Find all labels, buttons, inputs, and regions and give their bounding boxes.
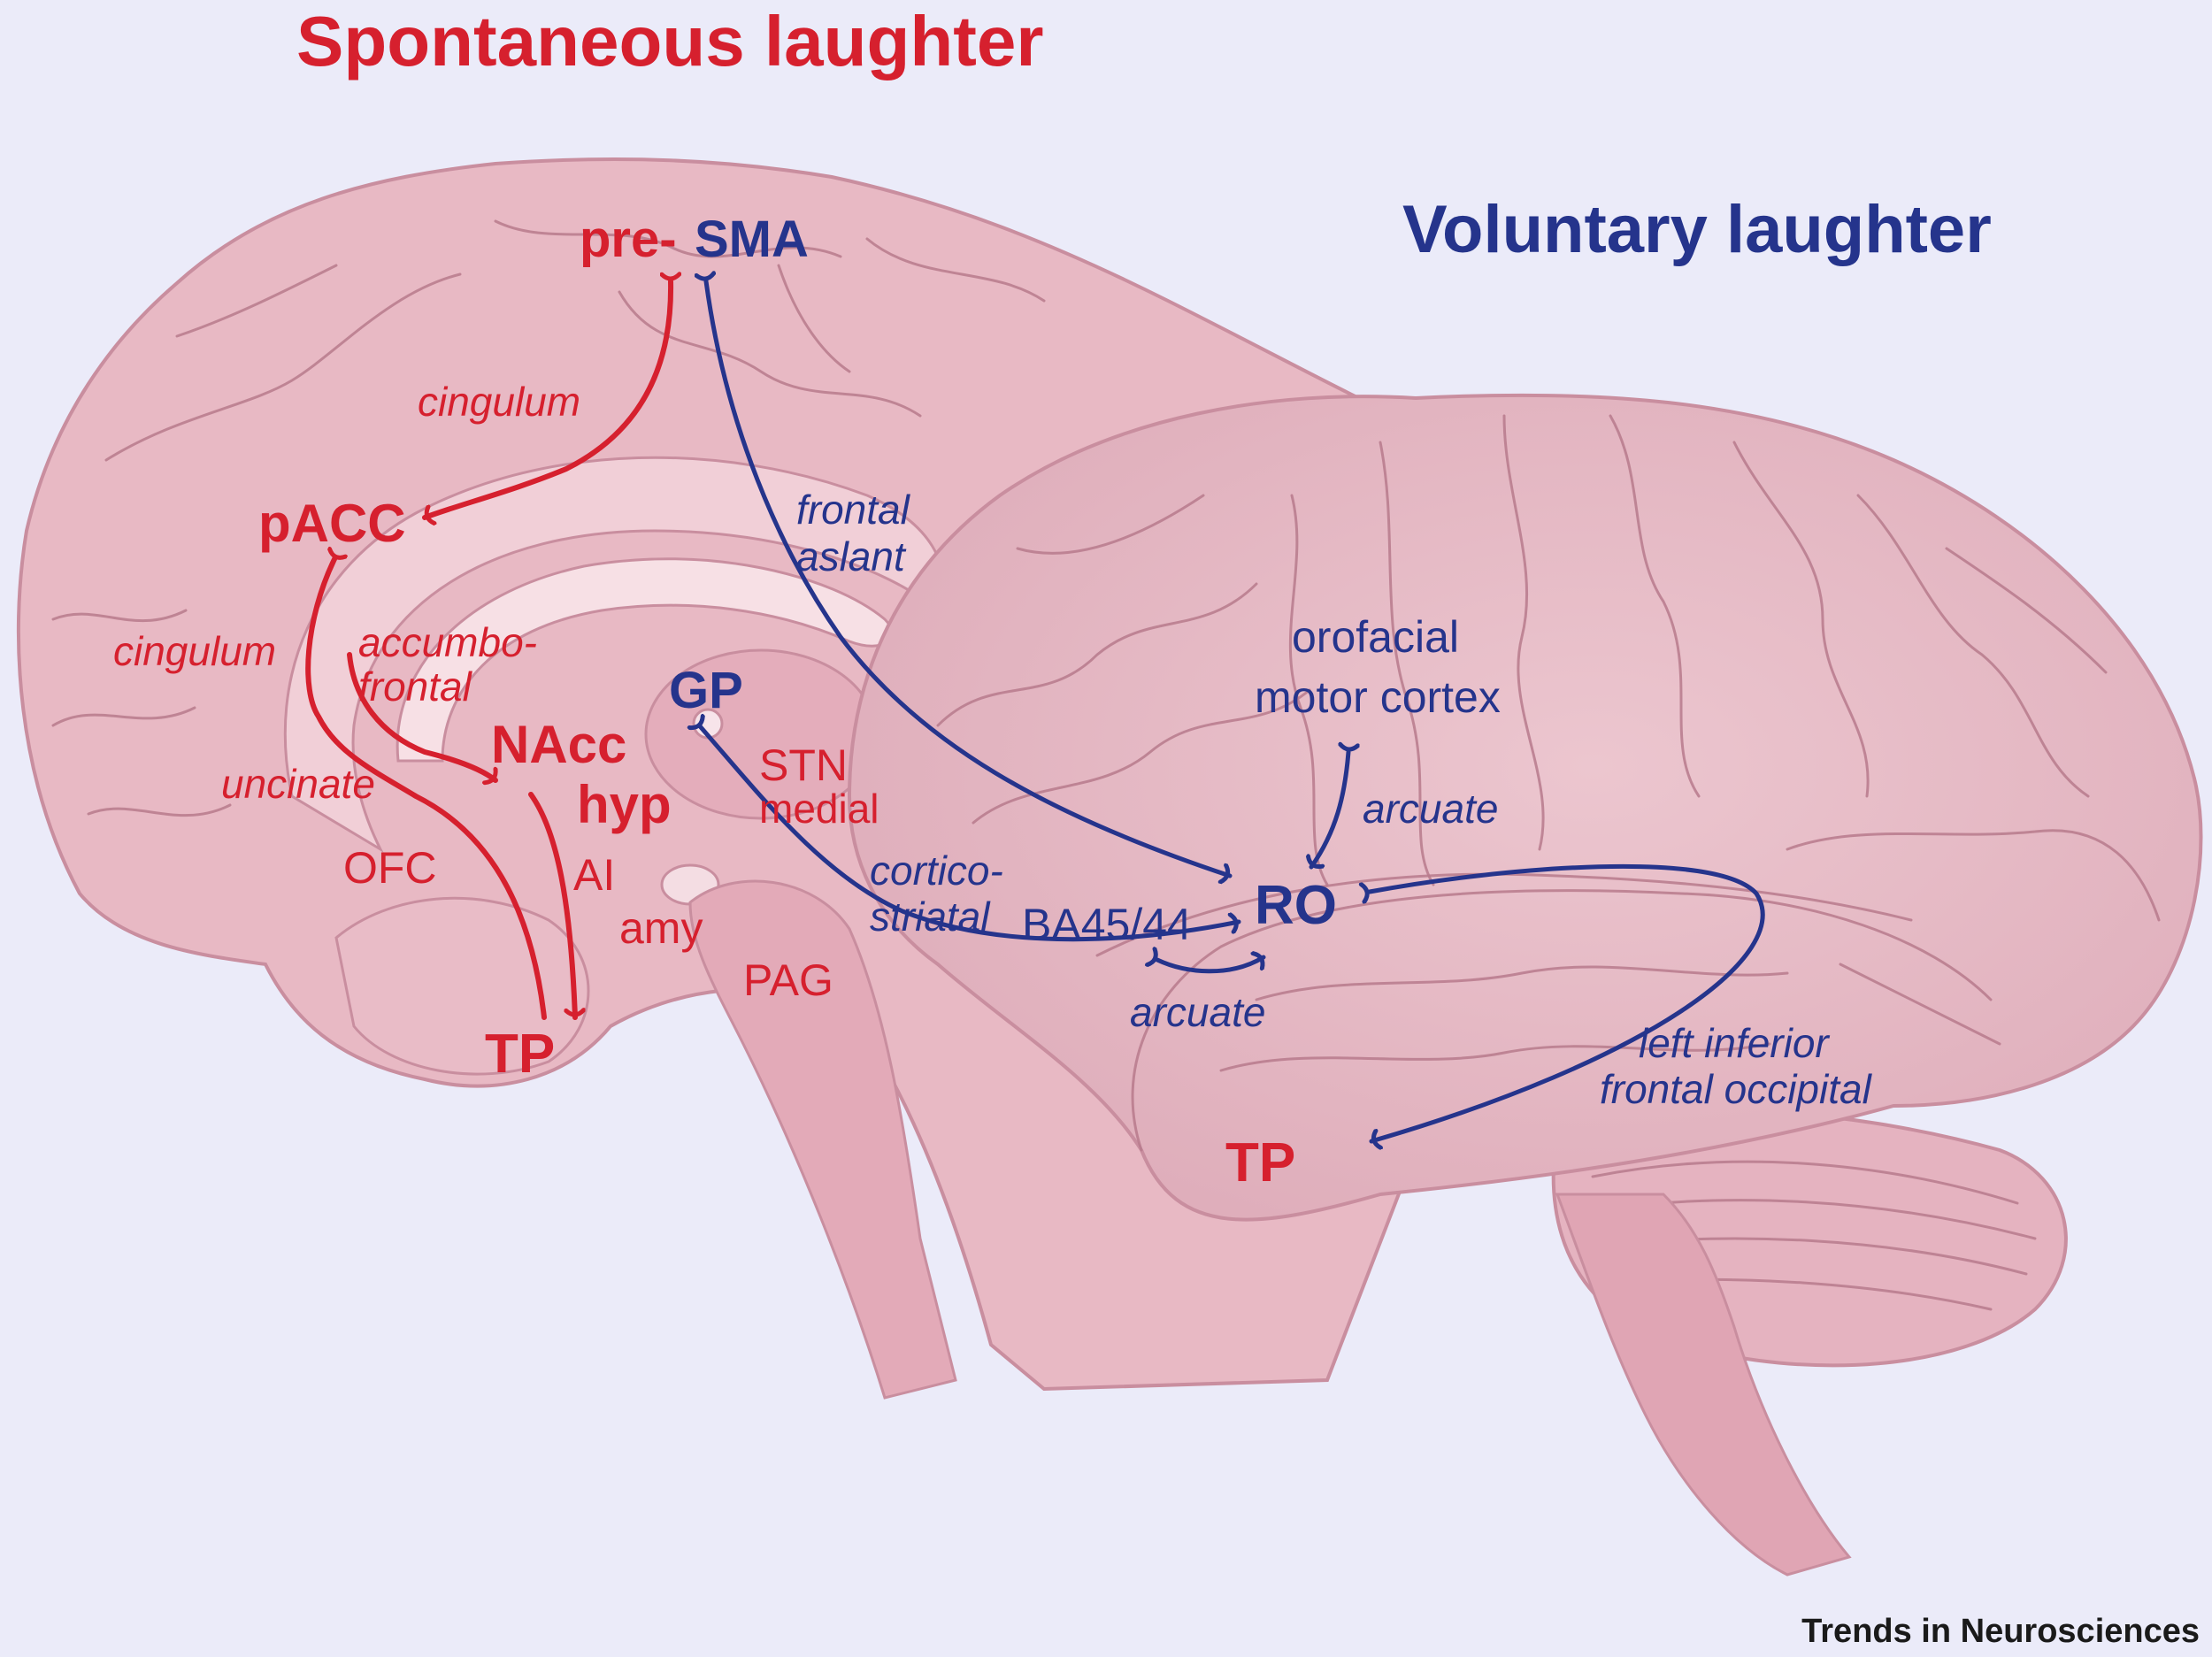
tract-cingulum-upper: cingulum [418, 379, 580, 425]
voluntary-title: Voluntary laughter [1402, 192, 1992, 267]
label-pacc: pACC [258, 494, 406, 553]
lateral-brainstem [1555, 1193, 1852, 1576]
tract-lifo-2: frontal occipital [1600, 1066, 1873, 1112]
tract-arcuate-lower: arcuate [1130, 989, 1265, 1035]
uncinate-tract [528, 792, 575, 1020]
tract-lifo-1: left inferior [1639, 1020, 1830, 1066]
label-amy: amy [619, 903, 703, 953]
label-sma: SMA [695, 211, 809, 268]
label-ro: RO [1255, 875, 1337, 936]
label-nacc: NAcc [491, 715, 626, 774]
arcuate-tract-lower [1157, 957, 1266, 974]
medial-temporal [334, 896, 590, 1076]
tract-arcuate-upper: arcuate [1363, 786, 1498, 832]
arcuate-tract-upper [1311, 752, 1348, 870]
lateral-brain [847, 393, 2203, 1576]
label-tp-lateral: TP [1225, 1132, 1295, 1193]
tract-cortico-1: cortico- [870, 848, 1003, 894]
tract-frontal-2: aslant [796, 533, 907, 579]
label-stn: STN [759, 740, 848, 790]
label-ai: AI [573, 850, 615, 900]
corticostriatal-tract [701, 727, 1241, 942]
tract-frontal-1: frontal [796, 487, 911, 533]
cingulum-tract-upper [422, 281, 671, 518]
tract-cingulum-lower: cingulum [113, 628, 276, 674]
temporal-lobe [1131, 889, 1993, 1152]
label-tp-medial: TP [485, 1024, 555, 1085]
cingulum-tract-lower [305, 559, 547, 1020]
spontaneous-pathways [305, 281, 671, 1020]
accumbofrontal-tract [347, 652, 498, 780]
label-orofacial-2: motor cortex [1255, 672, 1501, 722]
label-ofc: OFC [343, 843, 437, 893]
label-medial: medial [759, 786, 879, 832]
label-hyp: hyp [577, 775, 672, 834]
label-pre: pre- [580, 211, 677, 268]
label-gp: GP [669, 662, 743, 719]
label-ba: BA45/44 [1022, 900, 1192, 949]
lifo-tract [1370, 863, 1765, 1141]
tract-uncinate: uncinate [221, 761, 375, 807]
tract-cortico-2: striatal [870, 894, 991, 940]
spontaneous-title: Spontaneous laughter [296, 2, 1044, 81]
voluntary-pathways [701, 281, 1765, 1141]
tract-accumbo-1: accumbo- [358, 619, 537, 665]
journal-credit: Trends in Neurosciences [1801, 1613, 2200, 1650]
label-pag: PAG [743, 955, 833, 1005]
label-orofacial-1: orofacial [1292, 612, 1459, 662]
tract-accumbo-2: frontal [358, 664, 473, 710]
